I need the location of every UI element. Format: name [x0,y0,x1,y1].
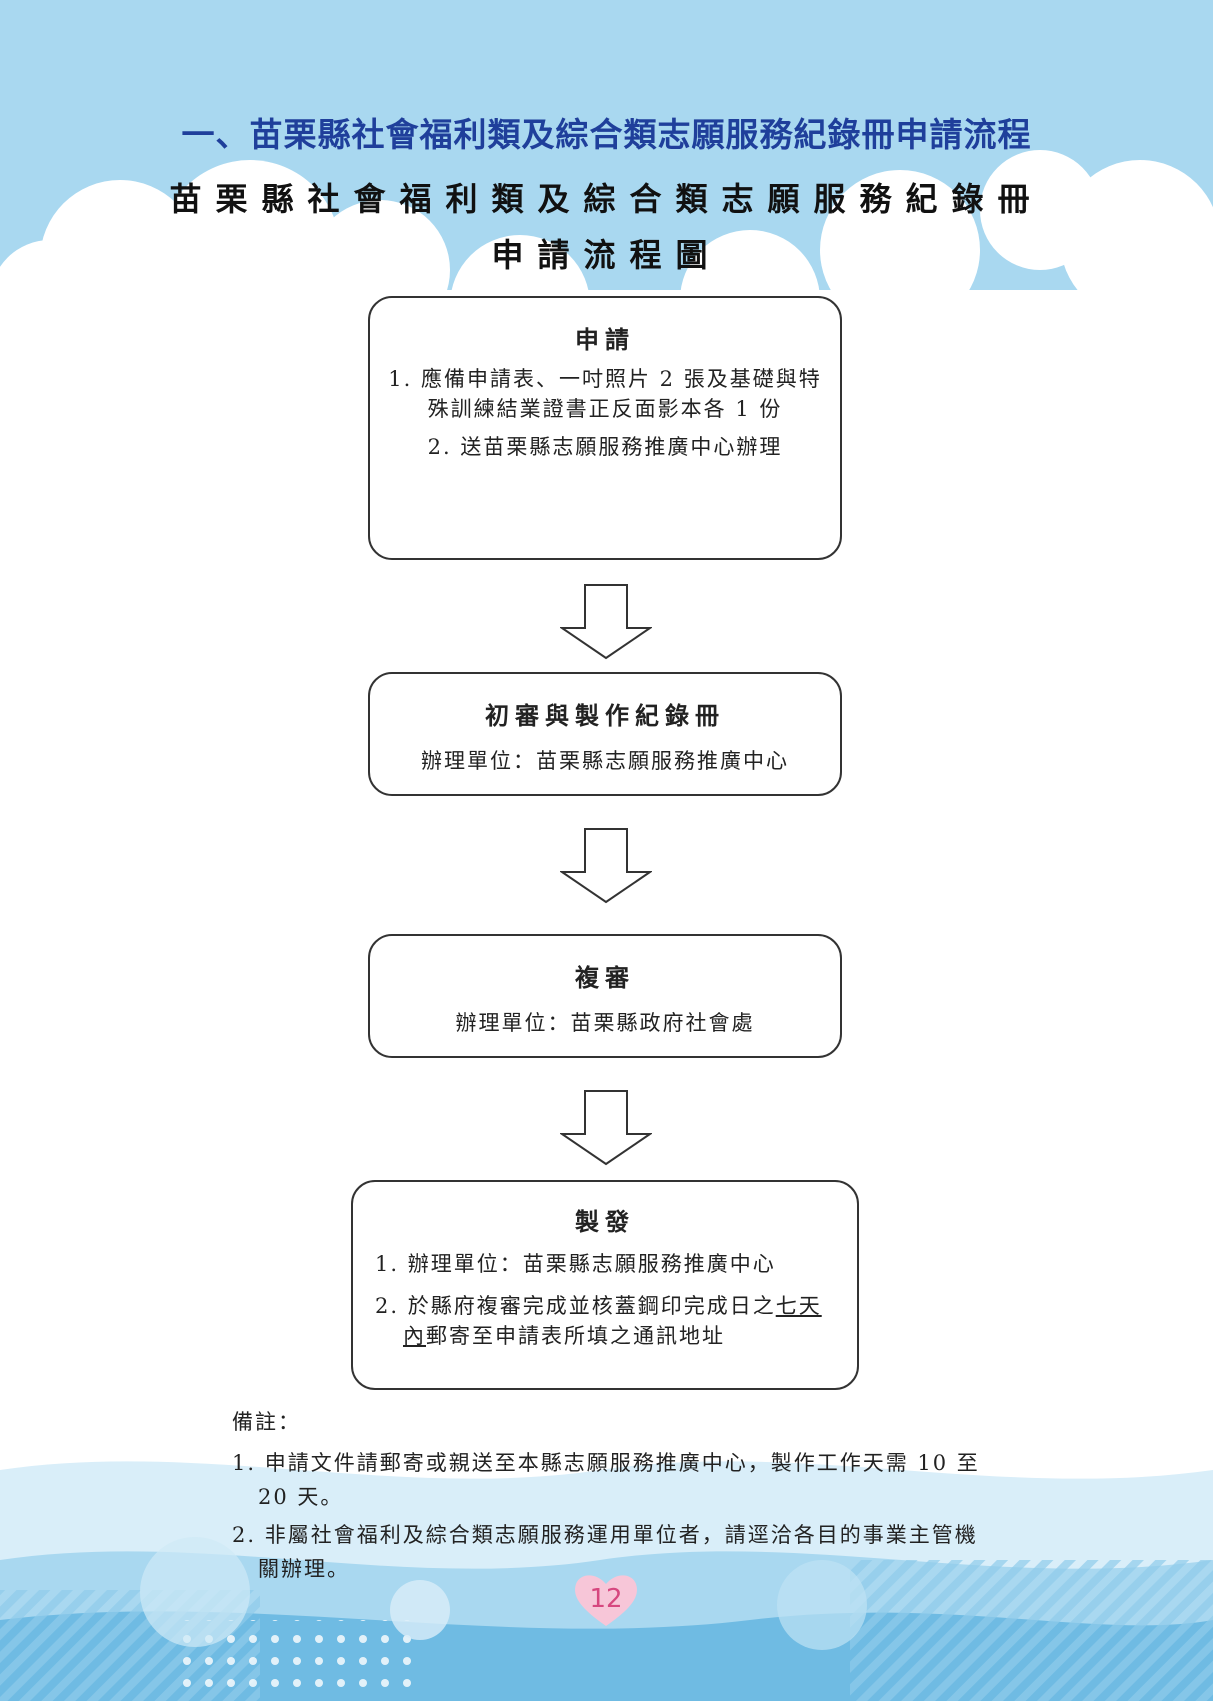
step-line: 辦理單位：苗栗縣志願服務推廣中心 [421,749,789,773]
note-item: 1. 申請文件請郵寄或親送至本縣志願服務推廣中心，製作工作天需 10 至 20 … [232,1446,992,1514]
down-arrow-icon [560,828,652,904]
step-line: 1. 應備申請表、一吋照片 2 張及基礎與特 [388,367,822,391]
step-heading: 製發 [575,1207,635,1236]
step-review-box: 初審與製作紀錄冊 辦理單位：苗栗縣志願服務推廣中心 [368,672,842,796]
notes-heading: 備註： [232,1410,301,1434]
flowchart-title-line1: 苗栗縣社會福利類及綜合類志願服務紀錄冊 [169,180,1044,218]
down-arrow-icon [560,1090,652,1166]
step-item-text: 郵寄至申請表所填之通訊地址 [426,1324,725,1348]
flowchart-title-line2: 申請流程圖 [491,236,722,274]
step-item: 1. 辦理單位：苗栗縣志願服務推廣中心 [375,1252,776,1276]
deadline-underlined: 七天 [775,1294,822,1318]
notes-section: 備註： 1. 申請文件請郵寄或親送至本縣志願服務推廣中心，製作工作天需 10 至… [232,1406,992,1590]
deadline-underlined: 內 [403,1324,426,1348]
step-issue-box: 製發 1. 辦理單位：苗栗縣志願服務推廣中心 2. 於縣府複審完成並核蓋鋼印完成… [351,1180,859,1390]
step-item-text: 2. 於縣府複審完成並核蓋鋼印完成日之 [375,1294,776,1318]
step-heading: 申請 [575,325,635,354]
page-number: 12 [570,1570,642,1630]
waves [0,1461,1213,1701]
page-number-text: 12 [589,1584,623,1614]
step-item: 2. 於縣府複審完成並核蓋鋼印完成日之七天 內郵寄至申請表所填之通訊地址 [375,1291,857,1351]
note-text: 1. 申請文件請郵寄或親送至本縣志願服務推廣中心，製作工作天需 10 至 [232,1451,980,1475]
step-apply-box: 申請 1. 應備申請表、一吋照片 2 張及基礎與特 殊訓練結業證書正反面影本各 … [368,296,842,560]
step-line: 2. 送苗栗縣志願服務推廣中心辦理 [427,435,783,459]
step-line: 殊訓練結業證書正反面影本各 1 份 [427,397,783,421]
down-arrow-icon [560,584,652,660]
step-item-continuation: 內郵寄至申請表所填之通訊地址 [375,1321,857,1351]
step-heading: 複審 [575,963,635,992]
section-title: 一、苗栗縣社會福利類及綜合類志願服務紀錄冊申請流程 [181,115,1032,154]
note-item: 2. 非屬社會福利及綜合類志願服務運用單位者，請逕洽各目的事業主管機 關辦理。 [232,1518,992,1586]
note-text: 關辦理。 [258,1557,350,1581]
note-text: 20 天。 [258,1485,344,1509]
heart-icon [575,1575,637,1626]
step-line: 辦理單位：苗栗縣政府社會處 [455,1011,755,1035]
step-recheck-box: 複審 辦理單位：苗栗縣政府社會處 [368,934,842,1058]
step-heading: 初審與製作紀錄冊 [485,701,725,730]
note-text: 2. 非屬社會福利及綜合類志願服務運用單位者，請逕洽各目的事業主管機 [232,1523,978,1547]
